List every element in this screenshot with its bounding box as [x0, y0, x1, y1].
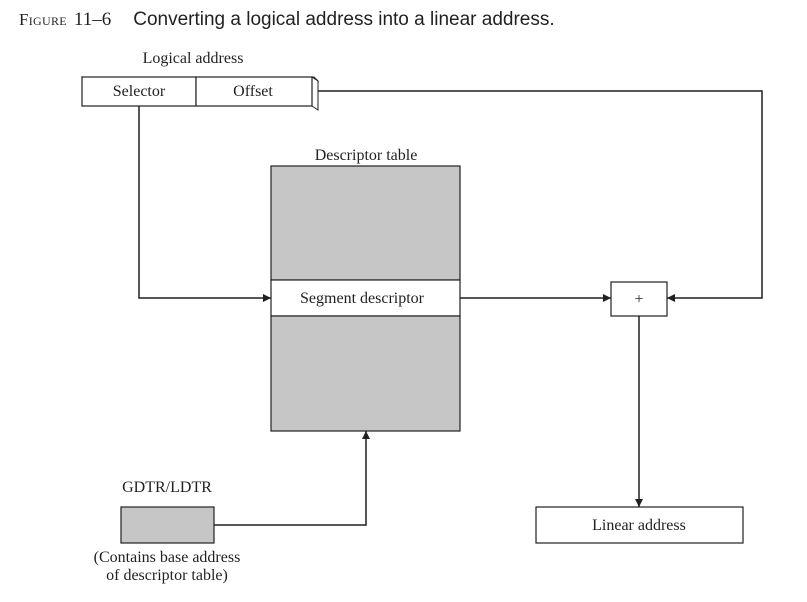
- descriptor-table-label: Descriptor table: [315, 147, 418, 164]
- gdtr-note-line1: (Contains base address: [94, 549, 241, 566]
- logical-address-label: Logical address: [143, 50, 244, 67]
- register-side-face: [311, 76, 319, 111]
- offset-field: [195, 76, 313, 107]
- segment-descriptor-label: Segment descriptor: [300, 290, 425, 307]
- segment-descriptor-row: [270, 279, 461, 317]
- gdtr-label: GDTR/LDTR: [122, 479, 212, 496]
- selector-to-descriptor-arrow: [138, 106, 271, 302]
- figure-caption: Converting a logical address into a line…: [133, 9, 555, 30]
- gdtr-register: [120, 506, 215, 544]
- adder-symbol: +: [634, 291, 643, 308]
- offset-label: Offset: [233, 83, 273, 100]
- descriptor-table-upper: [270, 165, 461, 281]
- linear-address-label: Linear address: [592, 517, 686, 534]
- descriptor-table-lower: [270, 315, 461, 432]
- figure-label-number: 11–6: [73, 9, 112, 30]
- descriptor-table: Segment descriptor: [270, 165, 461, 432]
- figure-label-word: Figure: [19, 10, 67, 29]
- selector-label: Selector: [113, 83, 166, 100]
- offset-to-adder-arrow: [318, 90, 763, 302]
- figure-title: Figure 11–6 Converting a logical address…: [19, 9, 555, 31]
- gdtr-note-line2: of descriptor table): [106, 567, 228, 584]
- gdtr-to-table-arrow: [214, 431, 370, 526]
- logical-address-register: Selector Offset: [80, 76, 320, 111]
